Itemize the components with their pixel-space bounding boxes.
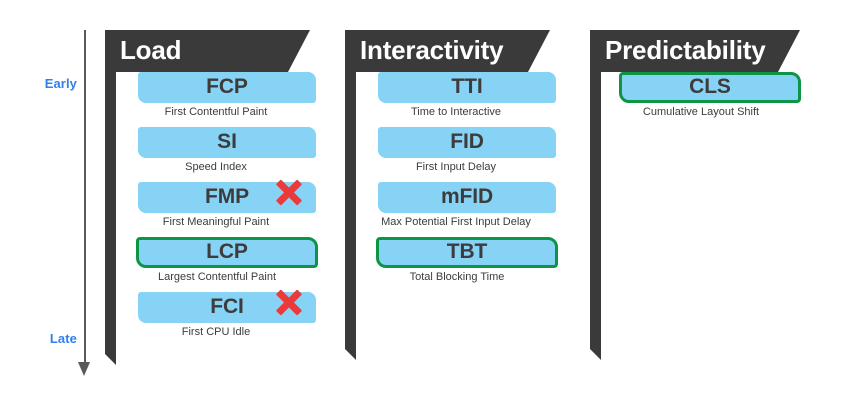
metric-item[interactable]: mFID Max Potential First Input Delay <box>356 182 556 229</box>
metric-item[interactable]: LCP Largest Contentful Paint <box>116 237 318 284</box>
metric-pill-wrap: FID <box>356 127 556 158</box>
metric-pill[interactable]: TTI <box>378 72 556 103</box>
metric-caption: Total Blocking Time <box>409 271 505 283</box>
metric-item[interactable]: FID First Input Delay <box>356 127 556 174</box>
column-header: Load <box>105 30 310 72</box>
downward-arrow-icon <box>78 362 90 376</box>
metric-caption: Time to Interactive <box>410 106 502 118</box>
metric-item[interactable]: TTI Time to Interactive <box>356 72 556 119</box>
metric-item[interactable]: SI Speed Index <box>116 127 316 174</box>
metric-pill[interactable]: mFID <box>378 182 556 213</box>
metric-pill[interactable]: FCP <box>138 72 316 103</box>
core-web-vital-pill[interactable]: CLS <box>619 72 801 103</box>
metric-abbreviation: FMP <box>204 185 250 208</box>
metric-caption: First Input Delay <box>415 161 497 173</box>
metric-caption: First CPU Idle <box>181 326 251 338</box>
column-title: Interactivity <box>360 34 504 65</box>
metric-pill-wrap: FMP <box>116 178 316 213</box>
column-header: Predictability <box>590 30 800 72</box>
metric-caption: Cumulative Layout Shift <box>642 106 760 118</box>
timeline-label-early: Early <box>44 76 77 91</box>
metric-abbreviation: FID <box>450 130 484 153</box>
metric-pill-wrap: TBT <box>356 237 558 268</box>
metric-item[interactable]: FCI First CPU Idle <box>116 288 316 339</box>
metric-item[interactable]: FMP First Meaningful Paint <box>116 178 316 229</box>
metric-item[interactable]: FCP First Contentful Paint <box>116 72 316 119</box>
metric-pill[interactable]: FMP <box>138 182 316 213</box>
column-title: Load <box>120 34 182 65</box>
metric-pill[interactable]: FID <box>378 127 556 158</box>
column-header: Interactivity <box>345 30 550 72</box>
core-web-vital-pill[interactable]: LCP <box>136 237 318 268</box>
metric-pill-wrap: LCP <box>116 237 318 268</box>
metric-pill[interactable]: SI <box>138 127 316 158</box>
column-title: Predictability <box>605 34 766 65</box>
metric-abbreviation: FCI <box>210 295 244 318</box>
column-rail <box>590 30 601 360</box>
metric-caption: First Meaningful Paint <box>162 216 270 228</box>
metric-pill[interactable]: FCI <box>138 292 316 323</box>
metric-abbreviation: CLS <box>689 75 731 98</box>
metric-abbreviation: FCP <box>206 75 248 98</box>
metric-caption: Speed Index <box>185 161 247 173</box>
timeline-axis-line <box>84 30 86 365</box>
metric-pill-wrap: FCI <box>116 288 316 323</box>
metric-abbreviation: TTI <box>451 75 483 98</box>
column-rail <box>345 30 356 360</box>
column-body: CLS Cumulative Layout Shift <box>601 72 805 127</box>
metric-caption: First Contentful Paint <box>164 106 268 118</box>
metric-item[interactable]: TBT Total Blocking Time <box>356 237 558 284</box>
metric-pill-wrap: CLS <box>601 72 805 103</box>
metric-abbreviation: TBT <box>446 240 488 263</box>
metric-pill-wrap: mFID <box>356 182 556 213</box>
timeline-label-late: Late <box>49 331 77 346</box>
metric-caption: Largest Contentful Paint <box>157 271 277 283</box>
metric-abbreviation: mFID <box>440 185 494 208</box>
metric-item[interactable]: CLS Cumulative Layout Shift <box>601 72 805 119</box>
metric-abbreviation: SI <box>217 130 237 153</box>
metric-pill-wrap: FCP <box>116 72 316 103</box>
column-rail <box>105 30 116 365</box>
metric-abbreviation: LCP <box>206 240 248 263</box>
metric-pill-wrap: TTI <box>356 72 556 103</box>
metric-pill-wrap: SI <box>116 127 316 158</box>
metric-caption: Max Potential First Input Delay <box>381 216 531 228</box>
core-web-vital-pill[interactable]: TBT <box>376 237 558 268</box>
